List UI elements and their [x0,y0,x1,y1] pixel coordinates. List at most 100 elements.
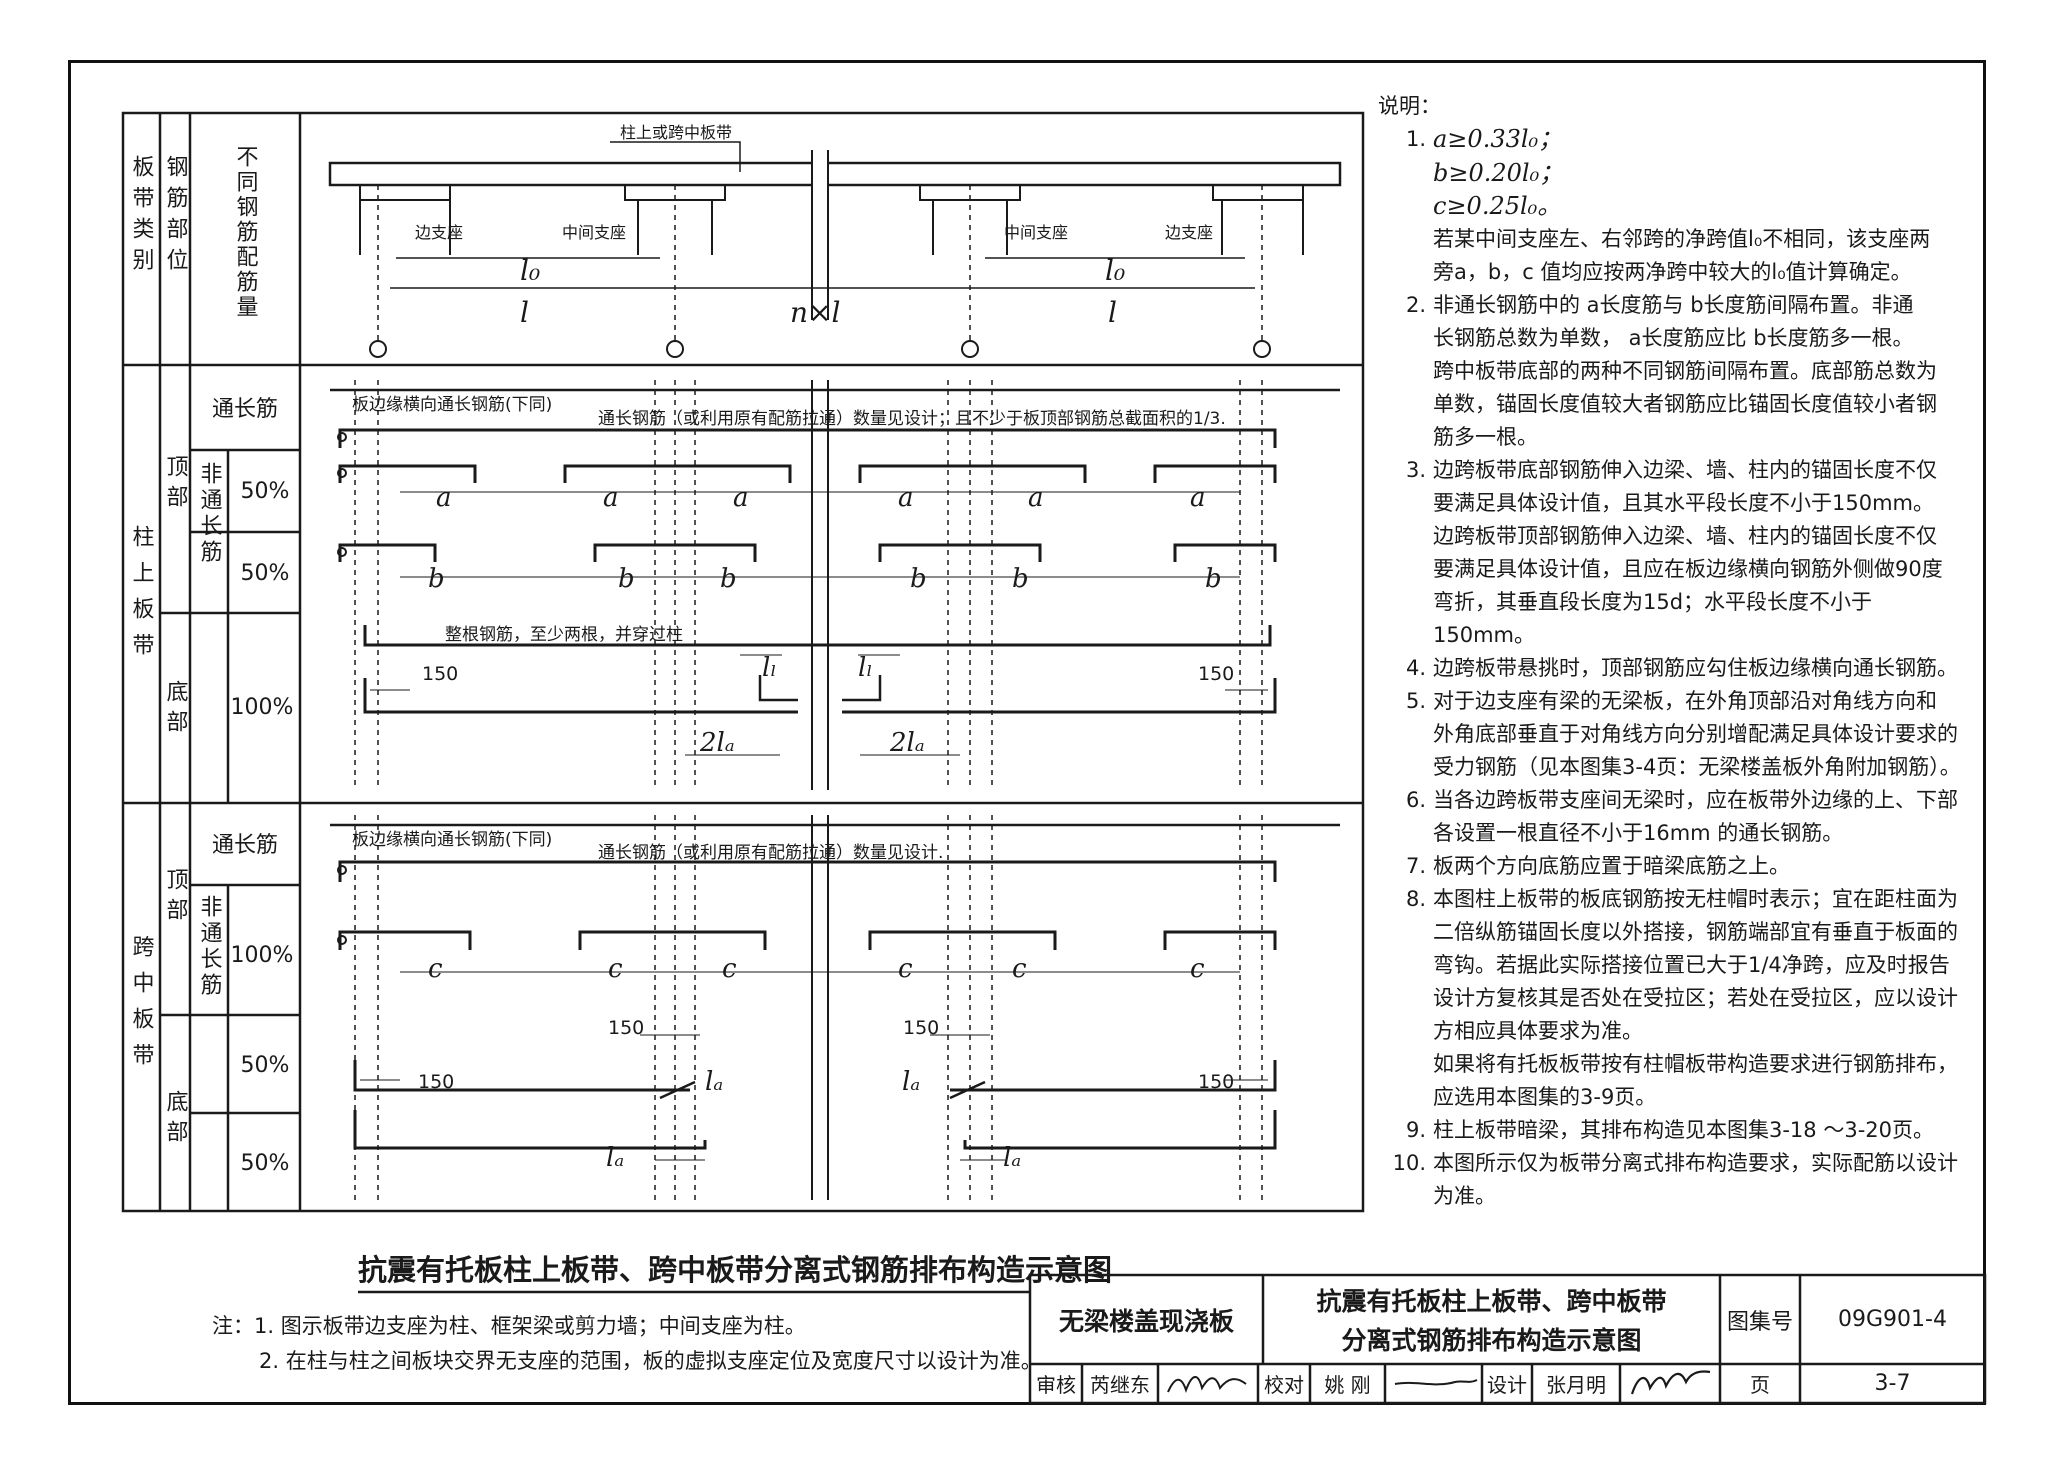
title-block-page-no: 3-7 [1874,1371,1911,1396]
bottom-label-1: 底部 [163,680,189,740]
note-10-number: 10. [1392,1151,1426,1175]
col-header-band-type: 板带类别 [129,155,155,279]
note-3-line-5: 弯折，其垂直段长度为15d；水平段长度不小于150mm。 [1433,590,1873,647]
note-3-number: 3. [1405,458,1426,482]
dim-150-mid-right: 150 [1198,1071,1234,1093]
note-1-c: c≥0.25l₀。 [1433,192,1562,220]
col-header-rebar-position: 钢筋部位 [163,155,189,279]
title-block-page-label: 页 [1750,1373,1770,1397]
dim-150-col-left: 150 [422,663,458,685]
note-5-line-3: 受力钢筋（见本图集3-4页：无梁楼盖板外角附加钢筋）。 [1433,755,1961,779]
note-8-line-3: 弯钩。若据此实际搭接位置已大于1/4净跨，应及时报告 [1433,953,1950,977]
note-4-line-1: 边跨板带悬挑时，顶部钢筋应勾住板边缘横向通长钢筋。 [1433,656,1958,680]
note-5-line-1: 对于边支座有梁的无梁板，在外角顶部沿对角线方向和 [1433,689,1937,713]
a-span-5: a [1028,483,1044,513]
dim-150-mid-1: 150 [608,1017,644,1039]
title-block-atlas-no: 09G901-4 [1838,1307,1947,1332]
middle-support-left: 中间支座 [562,223,626,242]
note-5-line-2: 外角底部垂直于对角线方向分别增配满足具体设计要求的 [1433,722,1958,746]
title-block-category: 无梁楼盖现浇板 [1058,1306,1234,1336]
note-10-line-1: 本图所示仅为板带分离式排布构造要求，实际配筋以设计 [1433,1151,1958,1175]
title-block-check-label: 校对 [1264,1373,1304,1397]
column-band-label: 柱上板带 [129,525,155,669]
li-right: lₗ [858,653,873,683]
whole-bar-note: 整根钢筋，至少两根，并穿过柱 [445,625,683,645]
pct-bottom-middle-a: 50% [241,1053,290,1078]
note-3-line-2: 要满足具体设计值，且其水平段长度不小于150mm。 [1433,491,1934,515]
footnote-prefix: 注： [212,1314,254,1338]
drawing-frame [68,60,1986,1405]
note-2-line-2: 长钢筋总数为单数， a长度筋应比 b长度筋多一根。 [1433,326,1914,350]
note-4: 4.边跨板带悬挑时，顶部钢筋应勾住板边缘横向通长钢筋。 [1378,652,1968,685]
note-8-line-1: 本图柱上板带的板底钢筋按无柱帽时表示；宜在距柱面为 [1433,887,1958,911]
column-band-diagram [330,380,1340,790]
title-block-drawing-title-1: 抗震有托板柱上板带、跨中板带 [1316,1287,1667,1316]
a-span-4: a [898,483,914,513]
two-la-right: 2lₐ [889,728,925,758]
b-span-1: b [428,564,445,594]
middle-support-right: 中间支座 [1004,223,1068,242]
note-7-line-1: 板两个方向底筋应置于暗梁底筋之上。 [1433,854,1790,878]
edge-transverse-note-2: 板边缘横向通长钢筋(下同) [352,830,552,850]
note-3-line-4: 要满足具体设计值，且应在板边缘横向钢筋外侧做90度 [1433,557,1943,581]
note-2-number: 2. [1405,293,1426,317]
nxl: n×l [790,296,840,329]
dim-150-mid-2: 150 [903,1017,939,1039]
dim-150-col-right: 150 [1198,663,1234,685]
note-10: 10. 本图所示仅为板带分离式排布构造要求，实际配筋以设计 [1378,1147,1968,1180]
col-header-rebar-amount: 不同钢筋配筋量 [233,145,259,320]
note-1-a: a≥0.33l₀； [1433,125,1563,153]
note-1-b: b≥0.20l₀； [1433,159,1564,187]
note-1-extra-2: 旁a，b，c 值均应按两净跨中较大的l₀值计算确定。 [1433,260,1912,284]
footnote-1-text: 1. 图示板带边支座为柱、框架梁或剪力墙；中间支座为柱。 [254,1314,806,1338]
title-block-designer: 张月明 [1546,1373,1606,1397]
note-1: 1. a≥0.33l₀； [1378,123,1968,157]
note-6-line-2: 各设置一根直径不小于16mm 的通长钢筋。 [1433,821,1844,845]
note-2-line-5: 筋多一根。 [1433,425,1538,449]
non-continuous-label-2: 非通长筋 [197,895,223,999]
note-9-number: 9. [1405,1118,1426,1142]
note-8-line-2: 二倍纵筋锚固长度以外搭接，钢筋端部宜有垂直于板面的 [1433,920,1958,944]
middle-band-label: 跨中板带 [129,935,155,1079]
top-label-2: 顶部 [163,868,189,928]
notes-heading: 说明： [1378,94,1441,118]
note-8-line-5: 方相应具体要求为准。 [1433,1019,1643,1043]
pct-top-middle: 100% [231,943,294,968]
footnote-1: 注：1. 图示板带边支座为柱、框架梁或剪力墙；中间支座为柱。 [212,1310,806,1340]
pct-bottom-column: 100% [231,695,294,720]
b-span-5: b [1012,564,1029,594]
pct-bottom-middle-b: 50% [241,1151,290,1176]
b-span-4: b [910,564,927,594]
note-1-extra-1: 若某中间支座左、右邻跨的净跨值l₀不相同，该支座两 [1433,227,1931,251]
c-span-6: c [1190,954,1205,984]
note-6: 6.当各边跨板带支座间无梁时，应在板带外边缘的上、下部 [1378,784,1968,817]
note-5-number: 5. [1405,689,1426,713]
continuous-label-2: 通长筋 [212,833,278,858]
note-2-line-1: 非通长钢筋中的 a长度筋与 b长度筋间隔布置。非通 [1433,293,1914,317]
middle-band-diagram [330,815,1340,1200]
note-3: 3.边跨板带底部钢筋伸入边梁、墙、柱内的锚固长度不仅 [1378,454,1968,487]
non-continuous-label-1: 非通长筋 [197,462,223,566]
note-8: 8.本图柱上板带的板底钢筋按无柱帽时表示；宜在距柱面为 [1378,883,1968,916]
c-span-5: c [1012,954,1027,984]
note-9: 9.柱上板带暗梁，其排布构造见本图集3-18 ～3-20页。 [1378,1114,1968,1147]
c-span-1: c [428,954,443,984]
title-block-checker: 姚 刚 [1324,1373,1371,1397]
a-span-1: a [436,483,452,513]
signature-designer [1630,1370,1711,1395]
note-8-line-4: 设计方复核其是否处在受拉区；若处在受拉区，应以设计 [1433,986,1958,1010]
c-span-3: c [722,954,737,984]
note-7-number: 7. [1405,854,1426,878]
continuous-note-1: 通长钢筋（或利用原有配筋拉通）数量见设计；且不少于板顶部钢筋总截面积的1/3. [598,409,1226,429]
signature-reviewer [1167,1376,1247,1393]
notes-panel: 说明： 1. a≥0.33l₀； b≥0.20l₀； c≥0.25l₀。 若某中间… [1378,90,1968,1213]
title-block-reviewer: 芮继东 [1090,1373,1150,1397]
note-1-number: 1. [1405,127,1426,151]
footnote-2: 2. 在柱与柱之间板块交界无支座的范围，板的虚拟支座定位及宽度尺寸以设计为准。 [259,1349,1042,1373]
b-span-3: b [720,564,737,594]
top-label-1: 顶部 [163,455,189,515]
l0-left: l₀ [520,254,540,287]
la-mid-1: lₐ [705,1067,723,1097]
two-la-left: 2lₐ [699,728,735,758]
